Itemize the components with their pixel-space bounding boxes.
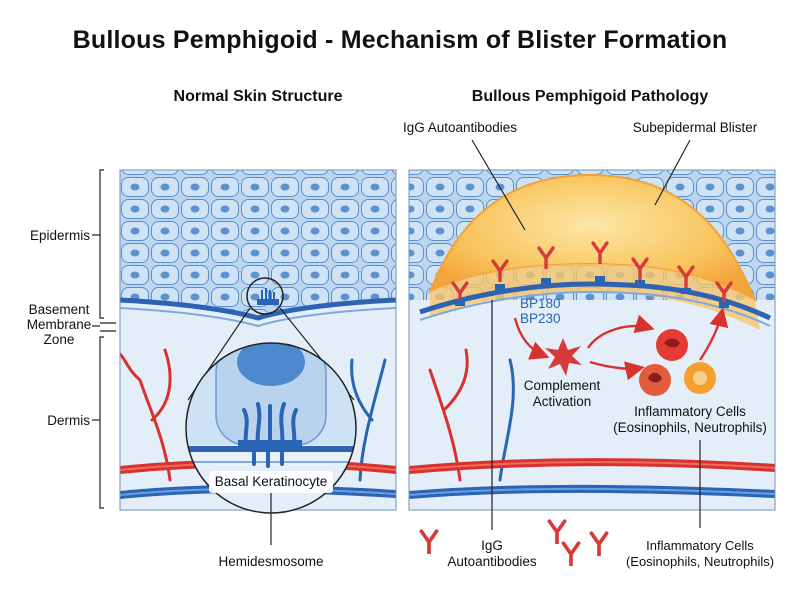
pathology-panel-title: Bullous Pemphigoid Pathology <box>471 88 709 105</box>
pathway-arrows <box>513 307 729 381</box>
label-basement-membrane-zone: Basement Membrane Zone <box>26 302 92 347</box>
label-dermis: Dermis <box>47 413 90 428</box>
page-title: Bullous Pemphigoid - Mechanism of Bliste… <box>72 26 728 54</box>
label-hemidesmosome: Hemidesmosome <box>218 554 324 569</box>
layer-brackets <box>92 169 116 509</box>
label-antigens: BP180 BP230 <box>520 296 561 326</box>
bound-autoantibodies <box>451 241 733 308</box>
zoom-marker <box>246 277 284 315</box>
label-inflammatory-cells: Inflammatory Cells (Eosinophils, Neutrop… <box>613 404 767 435</box>
pathology-section <box>409 170 775 510</box>
legend-igg-autoantibodies: IgG Autoantibodies <box>447 538 537 569</box>
label-subepidermal-blister: Subepidermal Blister <box>632 120 758 135</box>
pathology-basement-membrane <box>419 281 772 321</box>
normal-panel-title: Normal Skin Structure <box>173 88 343 105</box>
basal-keratinocyte-inset <box>185 342 357 514</box>
label-basal-keratinocyte: Basal Keratinocyte <box>214 474 328 489</box>
normal-basement-membrane <box>120 297 396 321</box>
label-igg-autoantibodies-top: IgG Autoantibodies <box>402 120 518 135</box>
normal-epidermis <box>120 170 396 318</box>
legend-inflammatory-cells: Inflammatory Cells (Eosinophils, Neutrop… <box>625 538 775 569</box>
label-epidermis: Epidermis <box>29 228 90 243</box>
hemidesmosome-icon <box>257 288 279 305</box>
label-complement-activation: Complement Activation <box>523 378 601 409</box>
pathology-dermis-vessels <box>409 348 775 499</box>
inflammatory-cells-group <box>639 329 716 396</box>
complement-star-icon <box>545 338 582 376</box>
